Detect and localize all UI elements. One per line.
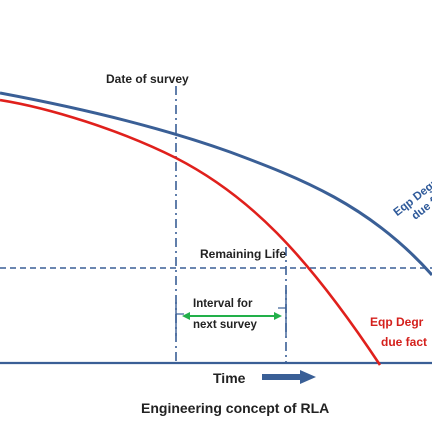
blue-degradation-curve [0, 91, 432, 276]
red-degradation-curve [0, 98, 382, 366]
interval-label-line2: next survey [193, 319, 258, 331]
date-of-survey-label: Date of survey [106, 72, 189, 86]
red-curve-label-line1: Eqp Degr [370, 315, 424, 329]
caption: Engineering concept of RLA [141, 400, 329, 416]
time-arrow-head [300, 370, 316, 384]
time-axis-label: Time [213, 370, 246, 386]
interval-label-line1: Interval for [193, 298, 253, 310]
red-curve-label-line2: due fact [381, 335, 427, 349]
remaining-life-label: Remaining Life [200, 247, 286, 261]
time-arrow-shaft [262, 374, 302, 380]
